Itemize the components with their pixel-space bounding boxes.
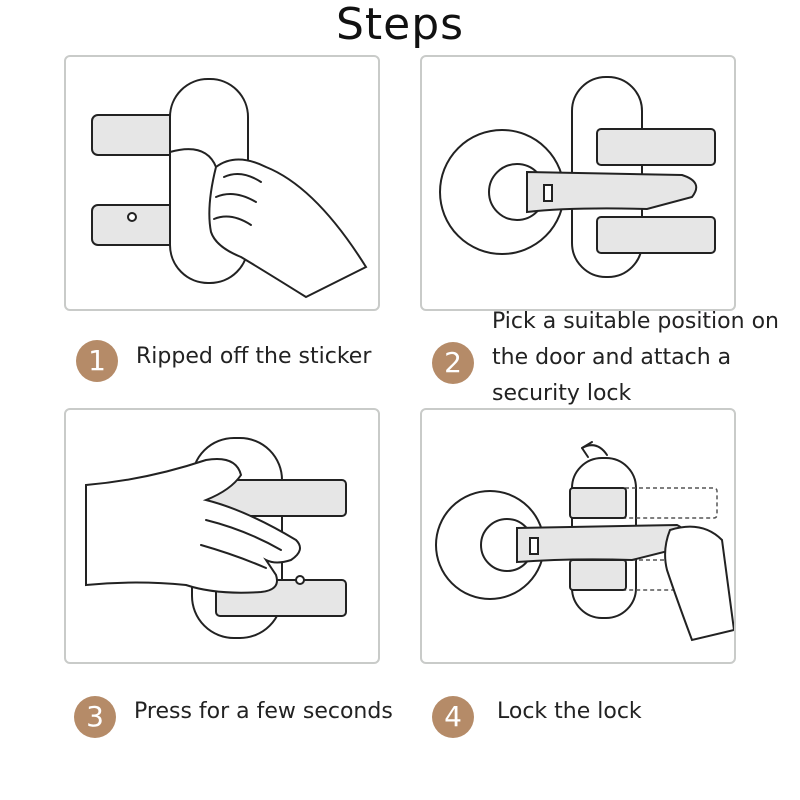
step-2-caption: Pick a suitable position on the door and… (492, 309, 779, 406)
hand (208, 158, 368, 299)
lock-arm-bottom (91, 204, 183, 246)
screw-hole (295, 575, 305, 585)
step-1-caption: Ripped off the sticker (136, 344, 372, 369)
key-slot (543, 184, 553, 202)
finger-line (223, 172, 262, 183)
finger-line (200, 544, 267, 569)
lock-arm-top (569, 487, 627, 519)
lock-arm-top (596, 128, 716, 166)
step-3-number-badge: 3 (74, 696, 116, 738)
door-lever (526, 170, 698, 214)
arrow-head (581, 441, 593, 458)
step-1-illustration (64, 55, 380, 311)
attach-lock-drawing (439, 76, 716, 278)
step-2-illustration (420, 55, 736, 311)
door-lever (516, 523, 687, 564)
step-2-number-badge: 2 (432, 342, 474, 384)
key-slot (529, 537, 539, 555)
press-lock-drawing (85, 437, 347, 639)
step-3-caption: Press for a few seconds (134, 699, 393, 724)
step-4-number-badge: 4 (432, 696, 474, 738)
lock-the-lock-drawing (435, 441, 734, 642)
lock-arm-top (91, 114, 183, 156)
step-4-illustration (420, 408, 736, 664)
lock-arm-bottom (596, 216, 716, 254)
screw-hole (127, 212, 137, 222)
hand (664, 525, 734, 642)
lock-arm-bottom (569, 559, 627, 591)
step-3-illustration (64, 408, 380, 664)
finger-line (213, 215, 252, 226)
peel-sticker-drawing (91, 78, 368, 299)
step-1-number-badge: 1 (76, 340, 118, 382)
page-title: Steps (335, 0, 465, 50)
finger-line (215, 192, 257, 203)
step-4-caption: Lock the lock (497, 699, 642, 724)
finger-line (205, 519, 282, 551)
